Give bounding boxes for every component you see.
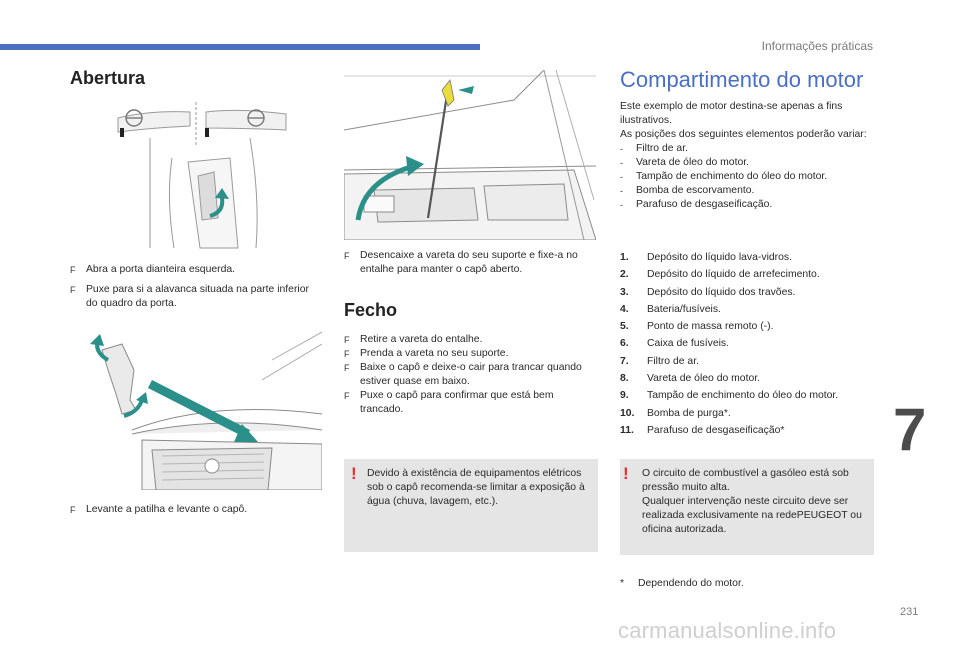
warning-exclamation-icon: ! — [623, 464, 629, 483]
opening-title: Abertura — [70, 68, 146, 88]
chapter-number: 7 — [893, 396, 927, 463]
bullet-item: F Prenda a vareta no seu suporte. — [344, 348, 509, 359]
closing-steps: F Retire a vareta do entalhe. F Prenda a… — [344, 333, 594, 417]
list-item: 1.Depósito do líquido lava-vidros. — [620, 252, 792, 263]
bullet-marker: F — [344, 391, 350, 401]
bullet-marker: F — [344, 363, 350, 373]
bullet-marker: F — [344, 251, 350, 261]
bullet-marker: F — [344, 349, 350, 359]
bullet-item: F Puxe o capô para confirmar que está be… — [344, 390, 554, 415]
bullet-item: F Desencaixe a vareta do seu suporte e f… — [344, 250, 578, 275]
list-item: 9.Tampão de enchimento do óleo do motor. — [620, 390, 839, 402]
bullet-item: F Baixe o capô e deixe-o cair para tranc… — [344, 362, 582, 387]
list-item: 3.Depósito do líquido dos travões. — [620, 286, 796, 298]
page-number: 231 — [900, 606, 919, 618]
engine-parts-list: 1.Depósito do líquido lava-vidros. 2.Dep… — [620, 252, 880, 442]
variable-item: - Bomba de escorvamento. — [620, 185, 755, 196]
engine-intro-text: Este exemplo de motor destina-se apenas … — [620, 101, 843, 126]
curved-arrow-icon — [209, 197, 225, 218]
steering-wheel-icon — [125, 109, 265, 127]
engine-positions-intro: As posições dos seguintes elementos pode… — [620, 129, 867, 140]
bullet-item: F Retire a vareta do entalhe. — [344, 334, 483, 345]
bullet-item: F Puxe para si a alavanca situada na par… — [70, 284, 309, 309]
watermark: carmanualsonline.info — [618, 618, 837, 643]
opening-step-b: F Levante a patilha e levante o capô. — [70, 503, 315, 519]
engine-warning-box: ! O circuito de combustível a gasóleo es… — [620, 459, 874, 555]
closing-title: Fecho — [344, 300, 398, 320]
closing-warning-box: ! Devido à existência de equipamentos el… — [344, 459, 598, 552]
engine-intro: Este exemplo de motor destina-se apenas … — [620, 100, 875, 212]
footnote-text: Dependendo do motor. — [638, 578, 744, 589]
header-accent-bar — [0, 44, 480, 50]
bullet-marker: F — [70, 285, 76, 295]
list-item: 2.Depósito do líquido de arrefecimento. — [620, 269, 820, 281]
list-item: 4.Bateria/fusíveis. — [620, 303, 721, 315]
list-item: 10.Bomba de purga*. — [620, 407, 731, 419]
closing-warning-text: Devido à existência de equipamentos elét… — [367, 468, 585, 507]
footnote: * Dependendo do motor. — [620, 578, 744, 589]
engine-title: Compartimento do motor — [620, 67, 864, 92]
hood-latch-illustration — [72, 330, 322, 490]
door-lever-illustration — [110, 98, 290, 250]
footnote-mark: * — [620, 578, 625, 589]
list-item: 7.Filtro de ar. — [620, 355, 699, 367]
warning-exclamation-icon: ! — [351, 464, 357, 483]
variable-item: - Parafuso de desgaseificação. — [620, 199, 773, 210]
chapter-title: Informações práticas — [761, 39, 873, 53]
list-item: 11.Parafuso de desgaseificação* — [620, 424, 785, 436]
variable-item: - Filtro de ar. — [620, 143, 688, 154]
engine-warning-text: O circuito de combustível a gasóleo está… — [642, 468, 862, 535]
variable-item: - Tampão de enchimento do óleo do motor. — [620, 171, 828, 182]
variable-item: - Vareta de óleo do motor. — [620, 157, 750, 168]
bullet-item: F Abra a porta dianteira esquerda. — [70, 264, 236, 275]
opening-steps: F Abra a porta dianteira esquerda. F Pux… — [70, 263, 315, 313]
hood-prop-rod-illustration — [344, 70, 596, 240]
bullet-marker: F — [70, 505, 76, 515]
bullet-marker: F — [344, 335, 350, 345]
bullet-marker: F — [70, 265, 76, 275]
list-item: 5.Ponto de massa remoto (-). — [620, 321, 774, 333]
prop-rod-step: F Desencaixe a vareta do seu suporte e f… — [344, 249, 594, 279]
list-item: 6.Caixa de fusíveis. — [620, 338, 730, 350]
list-item: 8.Vareta de óleo do motor. — [620, 373, 761, 385]
bullet-item: F Levante a patilha e levante o capô. — [70, 504, 248, 515]
